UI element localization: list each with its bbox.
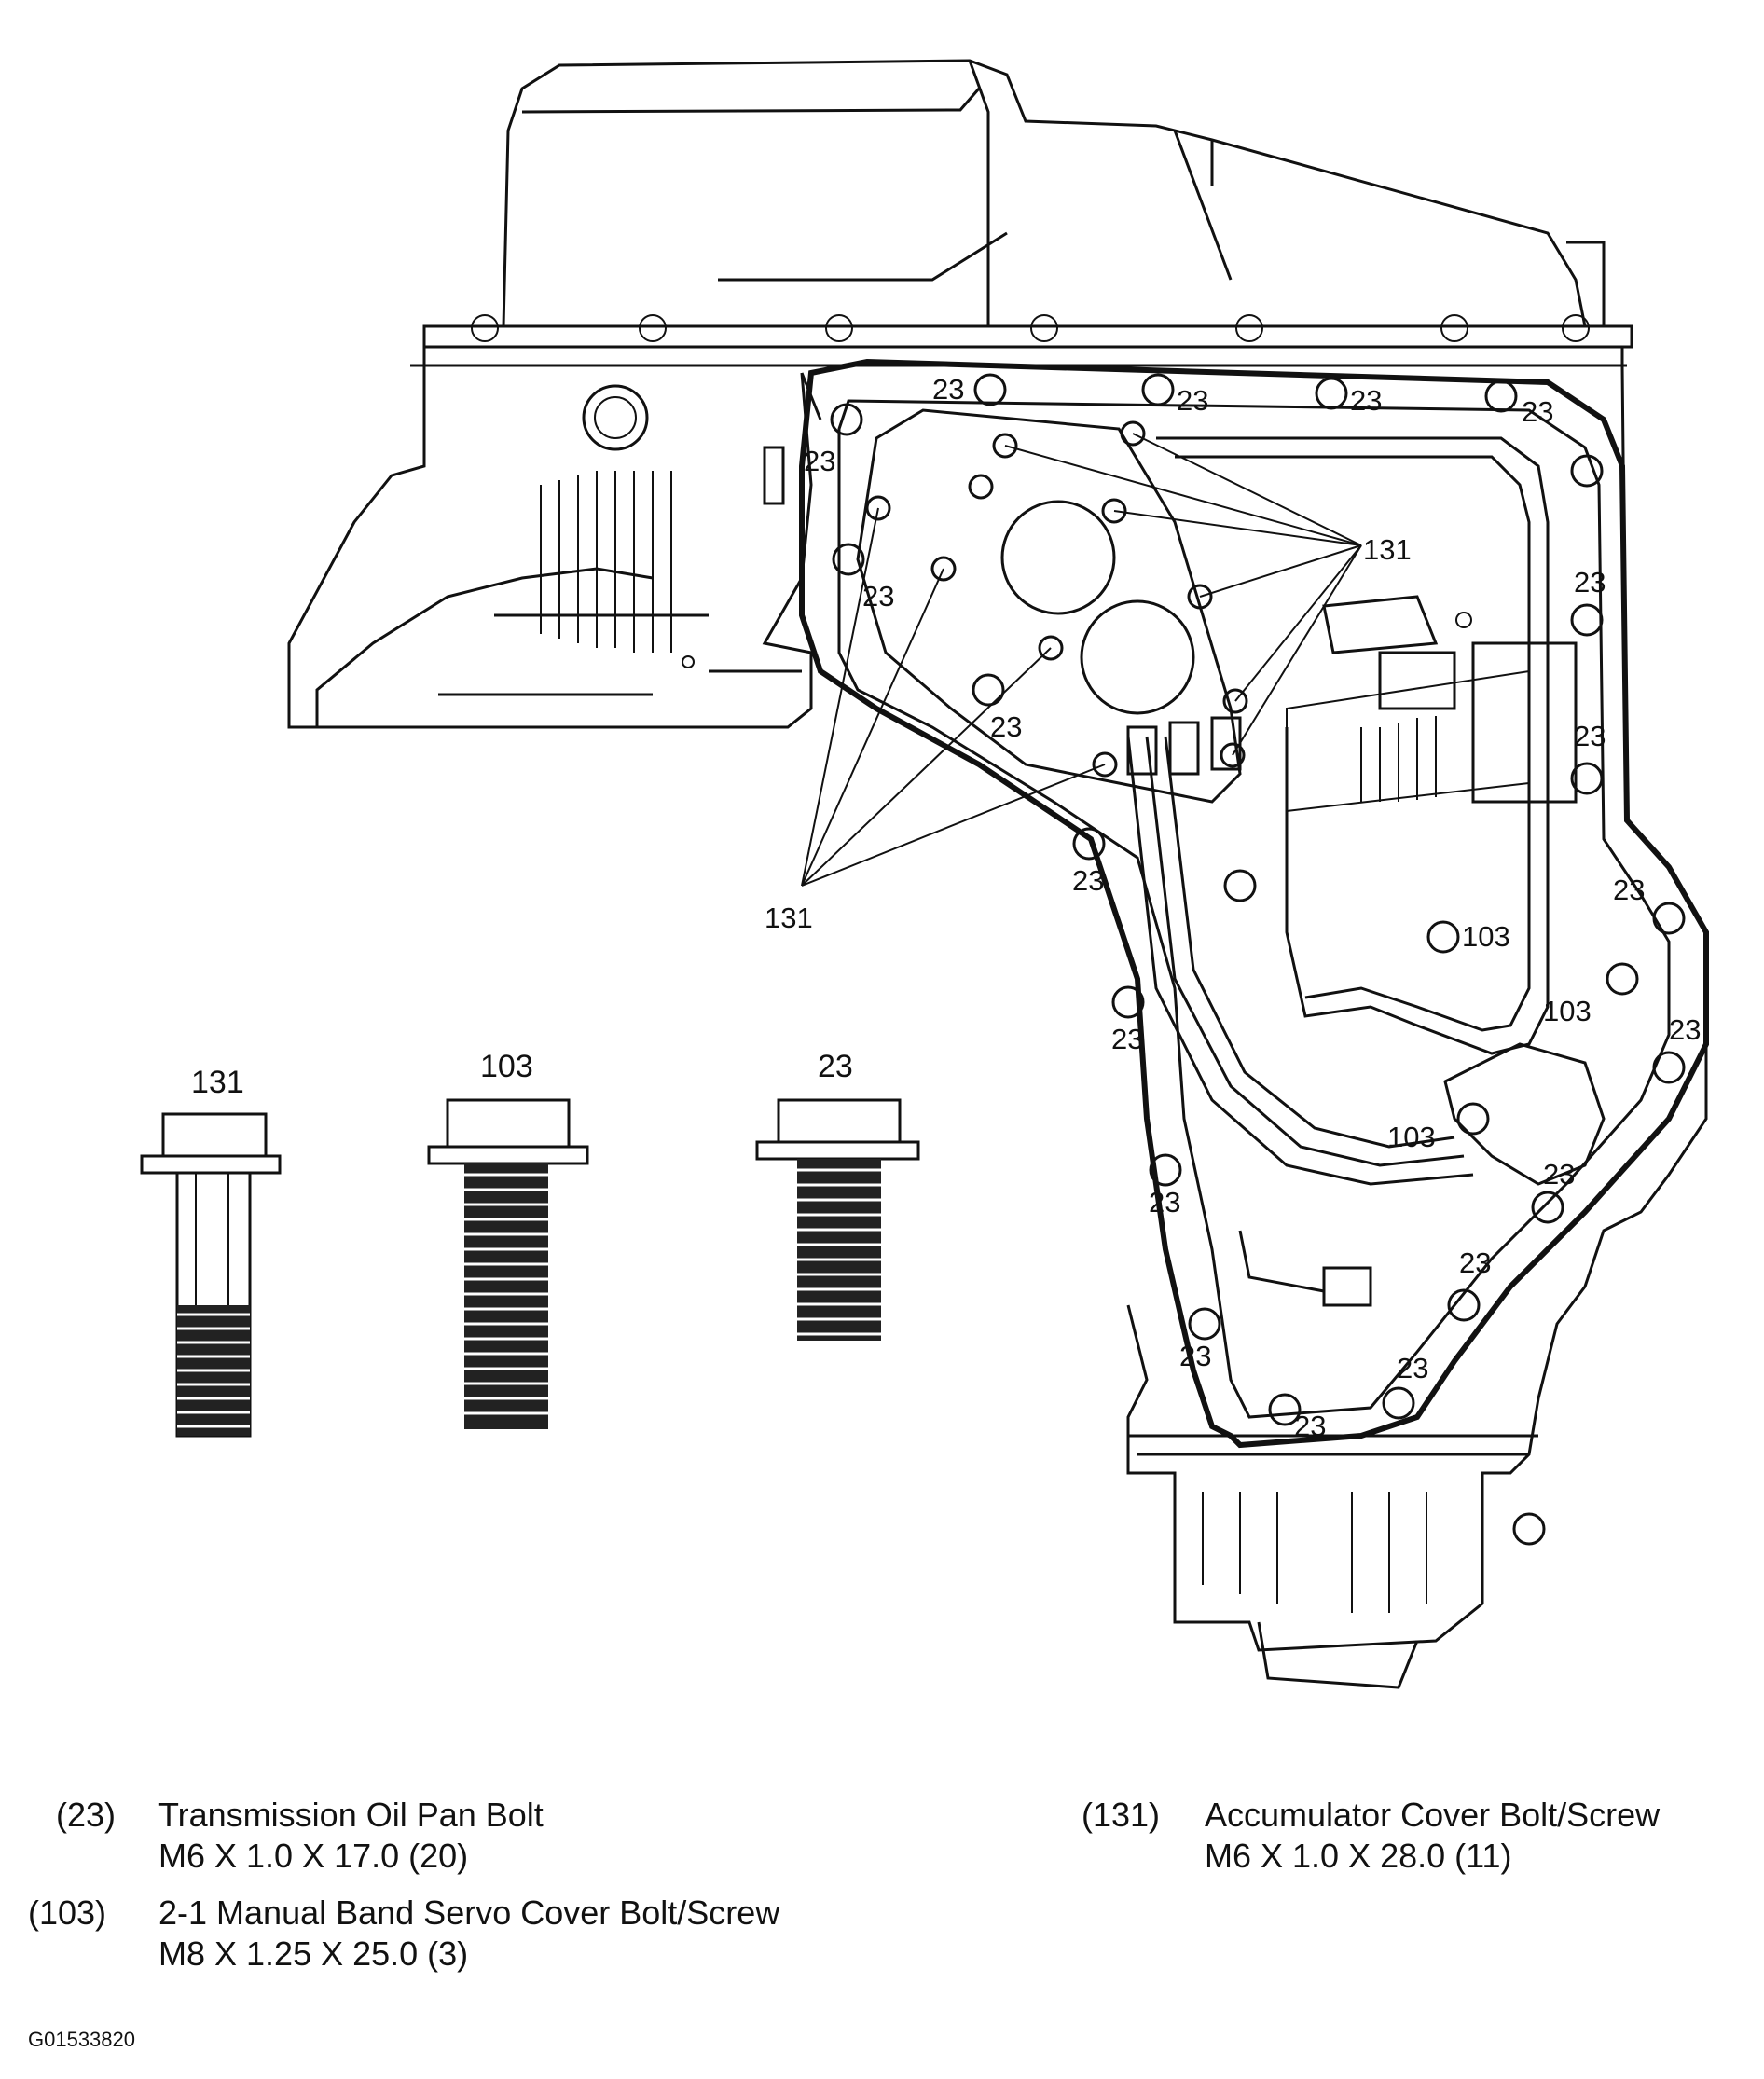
legend-number: (131) <box>1082 1796 1161 1834</box>
callout-23: 23 <box>804 445 835 477</box>
legend-description: Transmission Oil Pan Bolt M6 X 1.0 X 17.… <box>158 1795 544 1877</box>
accumulator-callouts: 131 131 <box>765 533 1412 934</box>
callout-23: 23 <box>1179 1340 1211 1372</box>
callout-23: 23 <box>1574 566 1606 599</box>
callout-23: 23 <box>1111 1023 1143 1055</box>
legend-line1: Accumulator Cover Bolt/Screw <box>1205 1796 1661 1834</box>
callout-23: 23 <box>1522 395 1553 428</box>
callout-23: 23 <box>1350 384 1382 417</box>
legend-description: Accumulator Cover Bolt/Screw M6 X 1.0 X … <box>1205 1795 1660 1877</box>
callout-23: 23 <box>1149 1186 1180 1218</box>
servo-bolt-heads <box>1426 920 1639 1136</box>
bolt-131-threads <box>177 1305 250 1436</box>
callout-103: 103 <box>1543 995 1592 1027</box>
pan-bolt-heads <box>830 373 1686 1426</box>
callout-23: 23 <box>1177 384 1208 417</box>
callout-23: 23 <box>1613 874 1645 906</box>
callout-23: 23 <box>990 710 1022 743</box>
legend-line1: 2-1 Manual Band Servo Cover Bolt/Screw <box>158 1893 780 1932</box>
transmission-case-left <box>287 365 822 729</box>
callout-23: 23 <box>932 373 964 406</box>
pan-bolt-callouts: 23 23 23 23 23 23 23 23 23 23 23 23 23 2… <box>804 373 1701 1442</box>
callout-23: 23 <box>1072 864 1104 897</box>
callout-23: 23 <box>1574 720 1606 752</box>
callout-23: 23 <box>1459 1246 1491 1279</box>
callout-23: 23 <box>862 580 894 613</box>
legend-number: (103) <box>28 1893 107 1932</box>
bolt-103-threads <box>464 1163 548 1429</box>
transmission-oil-pan <box>799 358 1709 1449</box>
callout-23: 23 <box>1669 1013 1701 1046</box>
accumulator-bolt-heads <box>865 420 1248 778</box>
servo-callouts: 103 103 103 <box>1387 920 1592 1153</box>
bolt-131-illustration: 131 <box>140 1065 282 1438</box>
accumulator-leader-lines <box>801 433 1362 887</box>
legend-line2: M6 X 1.0 X 28.0 (11) <box>1205 1837 1512 1875</box>
callout-131: 131 <box>765 902 813 934</box>
figure-id: G01533820 <box>28 2028 135 2051</box>
bolt-103-label: 103 <box>480 1049 533 1084</box>
bolt-103-illustration: 103 <box>427 1049 589 1429</box>
transmission-case-top <box>410 59 1633 367</box>
transmission-diagram: 23 23 23 23 23 23 23 23 23 23 23 23 23 2… <box>140 59 1709 1689</box>
callout-131: 131 <box>1363 533 1412 566</box>
bolt-131-label: 131 <box>191 1065 244 1100</box>
bolt-23-illustration: 23 <box>755 1049 920 1341</box>
callout-23: 23 <box>1294 1410 1326 1442</box>
callout-103: 103 <box>1387 1121 1436 1153</box>
legend-line2: M6 X 1.0 X 17.0 (20) <box>158 1837 469 1875</box>
callout-103: 103 <box>1462 920 1510 953</box>
callout-23: 23 <box>1397 1352 1428 1384</box>
legend-number: (23) <box>56 1796 117 1834</box>
legend-description: 2-1 Manual Band Servo Cover Bolt/Screw M… <box>158 1893 779 1975</box>
bolt-23-threads <box>797 1159 881 1341</box>
legend-line2: M8 X 1.25 X 25.0 (3) <box>158 1934 469 1973</box>
bolt-23-label: 23 <box>818 1049 853 1084</box>
callout-23: 23 <box>1543 1158 1575 1191</box>
legend-line1: Transmission Oil Pan Bolt <box>158 1796 544 1834</box>
